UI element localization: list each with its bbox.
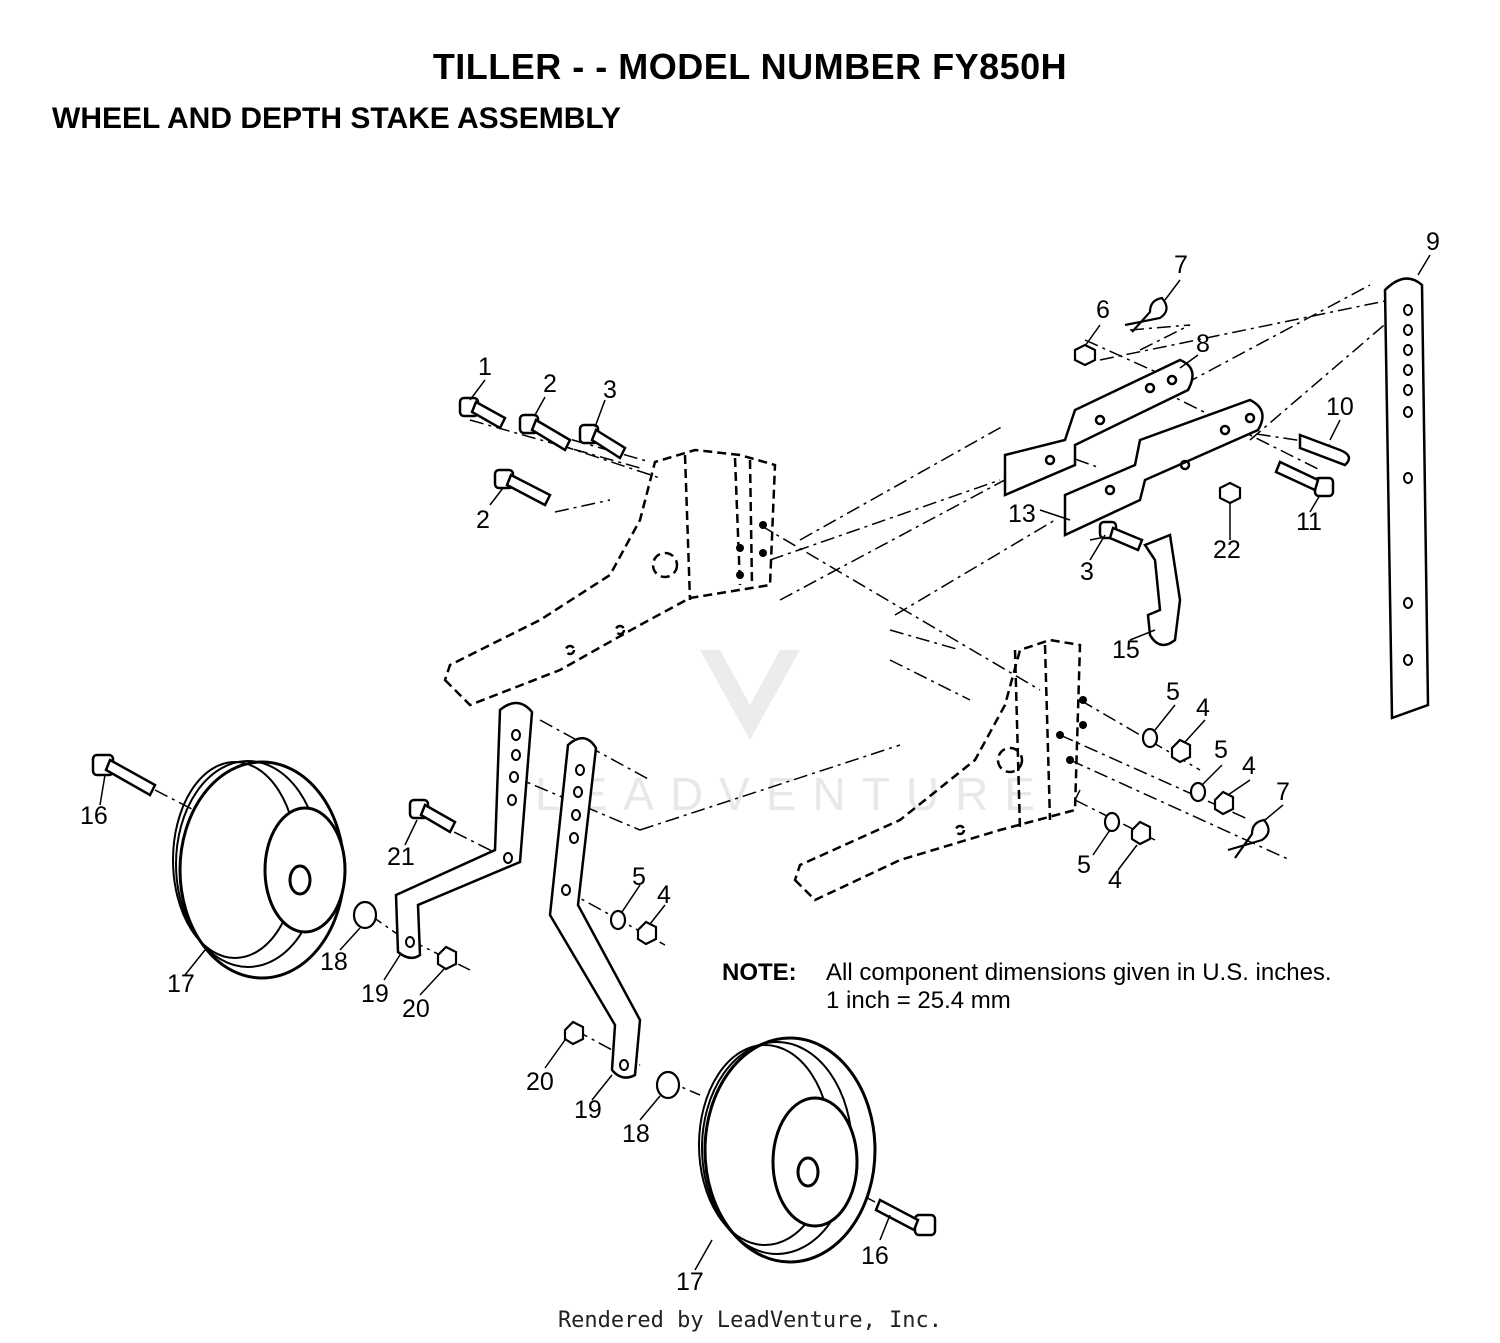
- callout-17: 17: [676, 1268, 704, 1296]
- callout-7: 7: [1276, 778, 1290, 806]
- bolt-1: [458, 396, 507, 430]
- callout-7: 7: [1174, 251, 1188, 279]
- washer-18-left: [352, 900, 378, 930]
- assembly-subtitle: WHEEL AND DEPTH STAKE ASSEMBLY: [52, 102, 621, 135]
- leader-lines: [99, 254, 1431, 1271]
- bolt-2-upper: [518, 413, 572, 452]
- callout-10: 10: [1326, 393, 1354, 421]
- right-frame: [793, 638, 1082, 902]
- callout-1: 1: [478, 353, 492, 381]
- callout-13: 13: [1008, 500, 1036, 528]
- callouts: 1 2 3 2 6 7 8 9 10 11 13 22 3 15 5 4 5 4…: [80, 228, 1440, 1296]
- depth-stake: [1383, 277, 1430, 720]
- callout-11: 11: [1296, 508, 1322, 536]
- callout-5: 5: [1214, 736, 1228, 764]
- note-label: NOTE:: [722, 959, 797, 986]
- callout-9: 9: [1426, 228, 1440, 256]
- pin-10: [1298, 433, 1351, 467]
- hairpin-clips: [1124, 296, 1270, 859]
- diagram-title: TILLER - - MODEL NUMBER FY850H: [432, 46, 1068, 87]
- washer-5c: [1103, 811, 1121, 833]
- callout-4: 4: [1196, 694, 1210, 722]
- callout-4: 4: [1242, 752, 1256, 780]
- stake-clip: [1143, 533, 1182, 647]
- washer-18-right: [655, 1070, 681, 1100]
- bolt-3-upper: [578, 423, 627, 460]
- bolt-16-left: [91, 753, 157, 797]
- callout-5: 5: [1077, 851, 1091, 879]
- nut-4a: [1170, 738, 1192, 764]
- footer-credit: Rendered by LeadVenture, Inc.: [557, 1308, 943, 1333]
- bolt-3-bracket: [1098, 520, 1144, 552]
- bolt-11: [1274, 460, 1335, 498]
- left-frame-holes: [736, 521, 767, 579]
- right-frame-holes: [1056, 696, 1087, 764]
- bolts: [91, 396, 1351, 1237]
- bolt-16-right: [874, 1198, 937, 1237]
- callout-4: 4: [1108, 866, 1122, 894]
- callout-16: 16: [861, 1242, 889, 1270]
- callout-3: 3: [1080, 558, 1094, 586]
- callout-22: 22: [1213, 536, 1241, 564]
- callout-17: 17: [167, 970, 195, 998]
- callout-16: 16: [80, 802, 108, 830]
- callout-6: 6: [1096, 296, 1110, 324]
- callout-5: 5: [632, 863, 646, 891]
- note-line-1: All component dimensions given in U.S. i…: [826, 959, 1332, 986]
- callout-5: 5: [1166, 678, 1180, 706]
- watermark: LEADVENTURE: [535, 650, 1051, 820]
- callout-21: 21: [387, 843, 415, 871]
- nut-4c: [1130, 820, 1152, 846]
- note-line-2: 1 inch = 25.4 mm: [826, 987, 1011, 1014]
- washer-5a: [1141, 727, 1159, 749]
- callout-18: 18: [622, 1120, 650, 1148]
- left-frame: [443, 448, 777, 707]
- bolt-2-lower: [493, 468, 552, 507]
- callout-20: 20: [402, 995, 430, 1023]
- nuts-washers: [352, 343, 1242, 1100]
- callout-19: 19: [574, 1096, 602, 1124]
- callout-4: 4: [657, 881, 671, 909]
- callout-8: 8: [1196, 330, 1210, 358]
- stake-bracket: [1003, 358, 1264, 537]
- callout-18: 18: [320, 948, 348, 976]
- callout-3: 3: [603, 376, 617, 404]
- dimension-note: NOTE: All component dimensions given in …: [722, 959, 1332, 1014]
- nut-6: [1073, 343, 1097, 367]
- nut-4b: [1213, 790, 1235, 816]
- nut-22: [1218, 481, 1242, 505]
- washer-5b: [1189, 781, 1207, 803]
- wheel-left: [172, 760, 347, 980]
- callout-19: 19: [361, 980, 389, 1008]
- wheel-right: [698, 1036, 877, 1264]
- nut-20-left: [436, 945, 458, 971]
- bolt-21: [408, 798, 457, 834]
- wheel-brackets: [394, 701, 642, 1079]
- callout-15: 15: [1112, 636, 1140, 664]
- callout-20: 20: [526, 1068, 554, 1096]
- nut-20-right: [563, 1020, 585, 1046]
- callout-2: 2: [543, 370, 557, 398]
- watermark-text: LEADVENTURE: [535, 768, 1051, 820]
- washer-5d: [609, 909, 627, 931]
- nut-4d: [636, 920, 658, 946]
- watermark-logo: [700, 650, 800, 740]
- callout-2: 2: [476, 506, 490, 534]
